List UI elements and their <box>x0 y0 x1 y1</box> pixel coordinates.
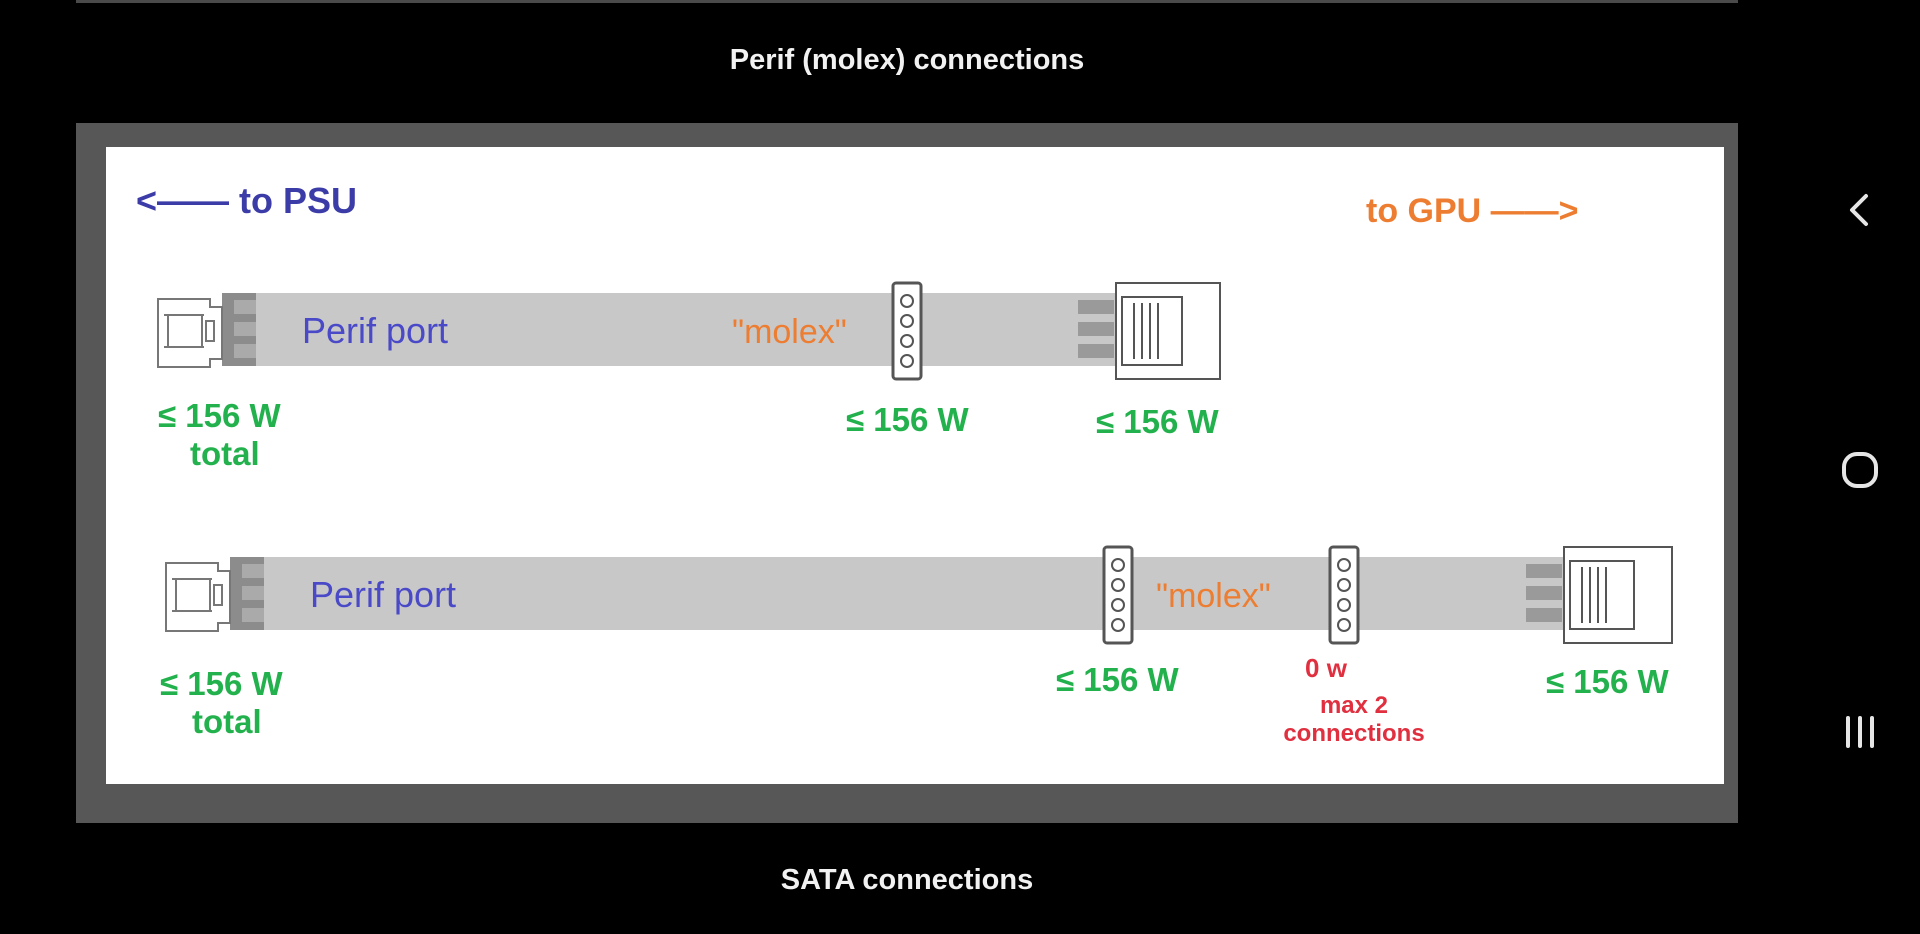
top-caption: Perif (molex) connections <box>729 44 1085 76</box>
row2-molex-label: "molex" <box>1156 577 1271 615</box>
row2-max-line2: connections <box>1283 720 1424 747</box>
row2-max-line1: max 2 <box>1320 692 1388 719</box>
row1-psu-plug-icon <box>157 293 256 368</box>
row1-molex-connector-icon <box>891 281 923 381</box>
chevron-left-icon <box>1850 194 1868 226</box>
back-button[interactable] <box>1800 150 1920 270</box>
row2-left-watt: ≤ 156 W <box>160 665 284 702</box>
row2-cable-body <box>262 557 1622 630</box>
row1-gpu-plug-icon <box>1078 282 1221 380</box>
row2-right-watt: ≤ 156 W <box>1546 663 1670 700</box>
row2-psu-plug-icon <box>165 557 264 632</box>
row2-left-total: total <box>192 703 262 740</box>
row1-mid-watt: ≤ 156 W <box>846 401 970 438</box>
row1-left-total: total <box>190 435 260 472</box>
home-circle-icon <box>1842 452 1878 488</box>
row2-molex-connector-1-icon <box>1102 545 1134 645</box>
row2-port-label: Perif port <box>310 574 456 615</box>
bottom-caption: SATA connections <box>780 864 1034 896</box>
row2-mid-watt: ≤ 156 W <box>1056 661 1180 698</box>
to-gpu-label: to GPU ——> <box>1366 192 1579 230</box>
diagram-canvas: <—— to PSU to GPU ——> Perif port "molex" <box>106 147 1724 784</box>
row1-molex-label: "molex" <box>732 313 847 351</box>
row1-cable: Perif port "molex" ≤ 156 W total <box>157 281 1221 472</box>
row2-molex-connector-2-icon <box>1328 545 1360 645</box>
row1-port-label: Perif port <box>302 310 448 351</box>
row1-right-watt: ≤ 156 W <box>1096 403 1220 440</box>
row2-cable: Perif port "molex" <box>160 545 1673 747</box>
to-psu-label: <—— to PSU <box>136 180 357 221</box>
android-nav-bar <box>1800 0 1920 934</box>
recents-button[interactable] <box>1800 672 1920 792</box>
row1-cable-body <box>254 293 1178 366</box>
recents-bars-icon <box>1846 716 1874 748</box>
home-button[interactable] <box>1800 410 1920 530</box>
row1-left-watt: ≤ 156 W <box>158 397 282 434</box>
row2-zero-watt: 0 w <box>1305 653 1348 683</box>
row2-gpu-plug-icon <box>1526 546 1673 644</box>
top-divider <box>76 0 1738 3</box>
